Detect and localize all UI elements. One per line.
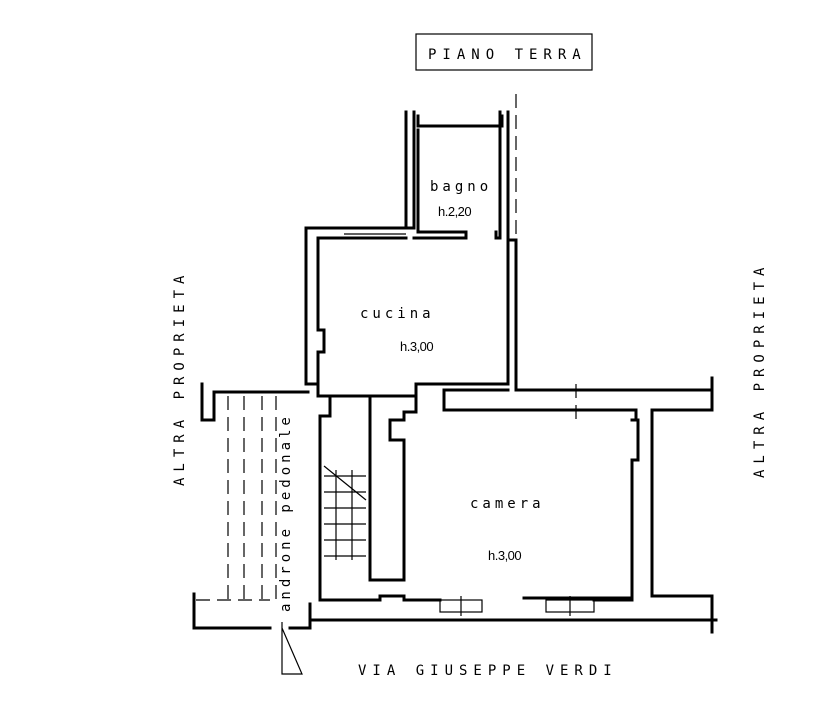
wall-camera-bottom-b xyxy=(592,596,634,602)
room-cucina: cucina h.3,00 xyxy=(360,306,435,354)
wall-left-property xyxy=(200,382,310,422)
wall-bagno-right-a xyxy=(494,110,502,240)
street-windows xyxy=(439,596,595,616)
wall-bagno-top xyxy=(416,114,504,128)
stairs xyxy=(323,465,367,560)
wall-stair-right xyxy=(328,394,418,582)
wall-street-front xyxy=(308,602,718,622)
wall-bagno-left xyxy=(404,110,416,230)
room-height-camera: h.3,00 xyxy=(488,548,521,563)
wall-left-bottom xyxy=(192,592,272,630)
walls xyxy=(192,110,718,634)
wall-camera-bottom xyxy=(318,594,442,602)
wall-camera-right xyxy=(522,418,640,600)
wall-bagno-right-b xyxy=(506,110,518,392)
wall-cucina-inner xyxy=(316,236,408,386)
room-name-cucina: cucina xyxy=(360,306,435,322)
neighbor-left-label: ALTRA PROPRIETA xyxy=(172,270,188,486)
dashed-lines xyxy=(196,94,577,601)
room-camera: camera h.3,00 xyxy=(470,496,545,563)
wall-stair-mid xyxy=(368,394,406,582)
wall-bagno-bottom xyxy=(412,128,468,240)
room-bagno: bagno h.2,20 xyxy=(430,179,492,219)
wall-passage-bottom xyxy=(288,602,312,630)
title-block: PIANO TERRA xyxy=(415,33,593,71)
room-name-camera: camera xyxy=(470,496,545,512)
wall-cucina-top xyxy=(304,226,408,386)
room-name-bagno: bagno xyxy=(430,179,492,195)
entrance-marker xyxy=(281,622,303,675)
title-frame xyxy=(415,33,593,71)
room-height-bagno: h.2,20 xyxy=(438,204,471,219)
room-height-cucina: h.3,00 xyxy=(400,339,433,354)
wall-stair-left xyxy=(304,382,332,598)
wall-camera-top xyxy=(442,390,638,422)
street-label: VIA GIUSEPPE VERDI xyxy=(358,663,618,679)
wall-camera-top-b xyxy=(442,388,510,412)
neighbor-right-label: ALTRA PROPRIETA xyxy=(752,262,768,478)
passage-label: androne pedonale xyxy=(278,413,294,612)
wall-cucina-bottom-a xyxy=(414,238,510,398)
plan-title: PIANO TERRA xyxy=(428,47,587,63)
wall-right-property xyxy=(650,376,714,634)
